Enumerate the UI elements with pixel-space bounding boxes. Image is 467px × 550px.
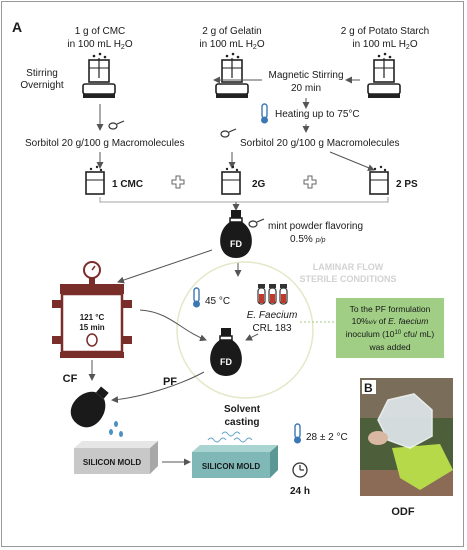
cmc-water: in 100 mL H2O [67,39,132,51]
panel-label-b: B [364,381,373,395]
odf-photo [360,378,453,496]
flask-icon [210,328,242,376]
laminar-line2: STERILE CONDITIONS [299,274,396,284]
steam-icon [207,431,253,443]
thermometer-icon [294,423,301,444]
species-name: E. Faecium [247,310,298,321]
cmc-amount: 1 g of CMC [75,26,126,37]
note-line4: was added [368,342,410,352]
drying-time: 24 h [290,486,310,497]
gelatin-water: in 100 mL H2O [199,39,264,51]
silicon-mold-left [74,441,158,474]
magnetic-stirring-label: Magnetic Stirring [268,70,343,81]
beaker-icon [221,165,241,195]
beaker-icon [369,165,389,195]
odf-label: ODF [391,506,415,518]
formulation-gelatin: 2G [252,179,266,190]
autoclave-time: 15 min [79,323,104,332]
flavor-label: mint powder flavoring [268,221,363,232]
magnetic-time-label: 20 min [291,83,321,94]
beaker-icon [85,165,105,195]
spoon-icon [248,218,265,228]
spoon-icon [108,120,125,130]
laminar-line1: LAMINAR FLOW [313,262,384,272]
formulation-starch: 2 PS [396,179,418,190]
sorbitol-right-label: Sorbitol 20 g/100 g Macromolecules [240,138,400,149]
pouring-flask-icon [70,386,109,428]
test-tubes-icon [257,284,288,305]
plus-icon [171,175,185,189]
panel-label-a: A [12,19,22,35]
note-line3: inoculum (1010 cfu/ mL) [346,329,435,339]
autoclave-icon [52,261,132,358]
note-line2: 10%v/v of E. faecium [352,316,429,326]
flask-fd-label: FD [230,239,242,249]
casting-line2: casting [224,417,259,428]
strain-name: CRL 183 [252,323,292,334]
autoclave-temp: 121 °C [80,313,105,322]
gelatin-amount: 2 g of Gelatin [202,26,261,37]
laminar-flow-zone [176,261,314,399]
drying-temp: 28 ± 2 °C [306,432,348,443]
panel-b-badge [362,380,376,394]
stirrer-icon [82,52,116,98]
plus-icon [303,175,317,189]
spoon-icon [220,128,237,138]
overnight-label: Overnight [20,80,64,91]
starch-water: in 100 mL H2O [352,39,417,51]
drops-icon [109,421,123,437]
thermometer-icon [193,287,200,308]
mold-right-label: SILICON MOLD [202,462,260,471]
incubation-temp: 45 °C [205,296,230,307]
pf-label: PF [163,376,177,388]
formulation-cmc: 1 CMC [112,179,143,190]
stirring-label: Stirring [26,68,58,79]
clock-icon [292,462,308,478]
casting-line1: Solvent [224,404,261,415]
stirrer-icon [215,52,249,98]
flask-icon [220,210,252,258]
cf-label: CF [63,373,78,385]
silicon-mold-right [192,445,278,478]
starch-amount: 2 g of Potato Starch [341,26,429,37]
heating-label: Heating up to 75°C [275,109,360,120]
sorbitol-left-label: Sorbitol 20 g/100 g Macromolecules [25,138,185,149]
stirrer-icon [367,52,401,98]
flavor-amount: 0.5%p/p [290,234,326,245]
note-line1: To the PF formulation [350,304,431,314]
note-box [336,298,444,358]
mold-left-label: SILICON MOLD [83,458,141,467]
flask-fd-label-2: FD [220,357,232,367]
thermometer-icon [261,103,268,124]
